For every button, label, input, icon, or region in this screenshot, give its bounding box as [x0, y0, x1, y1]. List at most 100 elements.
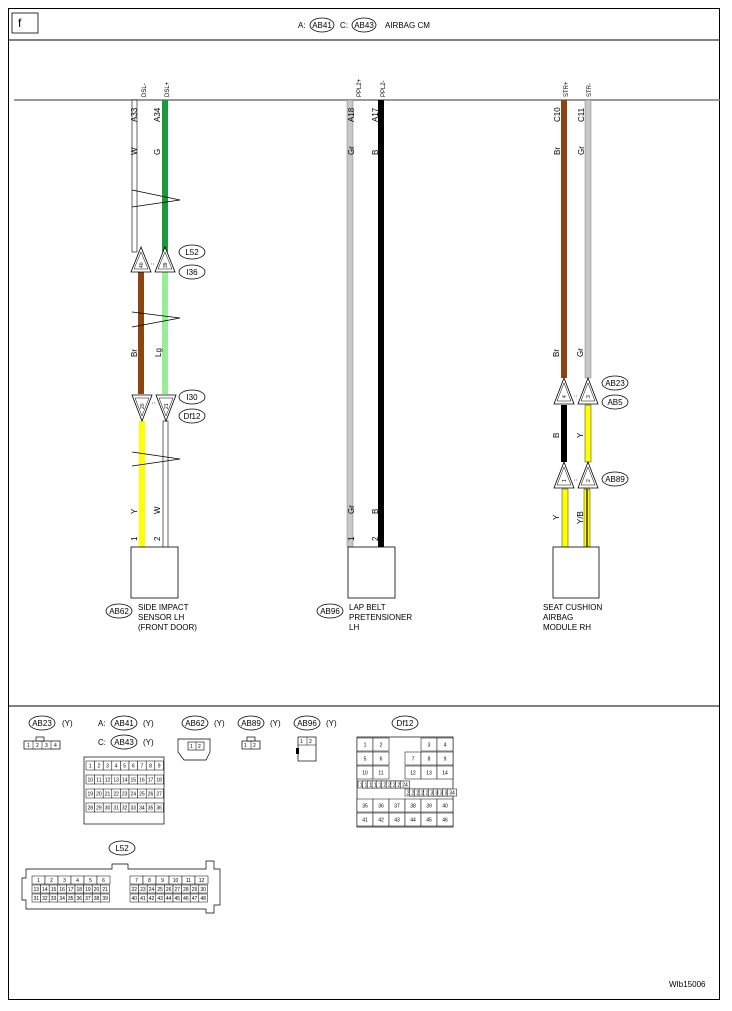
seat-name-1: SEAT CUSHION [543, 603, 602, 612]
svg-text:7: 7 [141, 764, 144, 770]
wire-w2 [162, 420, 169, 549]
svg-text:16: 16 [139, 778, 145, 784]
legend-df12-name: Df12 [397, 719, 414, 728]
wire-b-seat [561, 405, 567, 462]
svg-text:38: 38 [410, 804, 416, 810]
page-letter: f [18, 16, 22, 30]
legend-ab41-oval [110, 715, 138, 731]
svg-text:2: 2 [198, 744, 201, 750]
svg-text:12: 12 [105, 778, 111, 784]
ab62-oval [105, 603, 133, 619]
wire-code-b-seat: B [552, 433, 561, 438]
legend-ab41-color: (Y) [143, 719, 154, 728]
svg-text:46: 46 [442, 818, 448, 824]
svg-text:26: 26 [166, 887, 172, 893]
svg-text:4: 4 [54, 743, 57, 749]
wires [131, 99, 592, 549]
svg-text:45: 45 [175, 896, 181, 902]
svg-text:12: 12 [410, 771, 416, 777]
svg-text:35: 35 [362, 804, 368, 810]
svg-text:11: 11 [96, 778, 101, 784]
legend-ab43-color: (Y) [143, 738, 154, 747]
svg-text:34: 34 [449, 791, 455, 797]
svg-text:38: 38 [94, 896, 100, 902]
svg-text:48: 48 [200, 896, 206, 902]
svg-text:3: 3 [428, 743, 431, 749]
svg-text:29: 29 [96, 806, 102, 812]
svg-text:25: 25 [157, 887, 163, 893]
svg-text:3: 3 [63, 878, 66, 884]
twist-mark-2 [131, 311, 181, 328]
seat-cushion-box [552, 546, 600, 599]
svg-text:6: 6 [380, 757, 383, 763]
connector-ab23-ab5: 4 3 AB23 AB5 [553, 375, 629, 410]
svg-text:46: 46 [183, 896, 189, 902]
header-a-prefix: A: [298, 21, 306, 30]
svg-text:36: 36 [77, 896, 83, 902]
svg-text:1: 1 [244, 743, 247, 749]
svg-text:43: 43 [394, 818, 400, 824]
label-i30: I30 [186, 393, 198, 402]
legend-ab96-color: (Y) [326, 719, 337, 728]
svg-text:19: 19 [85, 887, 91, 893]
wire-y-seat [561, 488, 569, 548]
legend-ab23-oval [28, 715, 56, 731]
pin-term-a33: A33 [130, 107, 139, 122]
svg-text:44: 44 [166, 896, 172, 902]
svg-text:19: 19 [88, 792, 94, 798]
lap-name-1: LAP BELT [349, 603, 386, 612]
svg-text:8: 8 [148, 878, 151, 884]
svg-text:6: 6 [132, 764, 135, 770]
svg-text:3: 3 [106, 764, 109, 770]
legend-ab89-name: AB89 [241, 719, 261, 728]
svg-text:24: 24 [131, 792, 137, 798]
svg-text:29: 29 [192, 887, 198, 893]
wire-code-gr-seat: Gr [576, 348, 585, 357]
legend-ab96-oval [293, 715, 321, 731]
pin-sig-dsl-minus: DSL- [142, 83, 148, 97]
pin-term-a17: A17 [371, 107, 380, 122]
svg-text:27: 27 [156, 792, 162, 798]
pin-2: 2 [586, 479, 592, 482]
diagram-frame [8, 8, 720, 1000]
wire-code-y: Y [130, 508, 139, 514]
svg-text:30: 30 [200, 887, 206, 893]
legend-ab89-oval [237, 715, 265, 731]
wire-code-b-bottom: B [371, 509, 380, 514]
wire-code-gr-bottom: Gr [347, 505, 356, 514]
legend-ab23-name: AB23 [32, 719, 52, 728]
header-title: AIRBAG CM [385, 21, 430, 30]
label-df12: Df12 [184, 412, 201, 421]
svg-text:2: 2 [50, 878, 53, 884]
legend-ab41-name: AB41 [114, 719, 134, 728]
svg-text:32: 32 [42, 896, 48, 902]
svg-text:1: 1 [27, 743, 30, 749]
sis-name-3: (FRONT DOOR) [138, 623, 197, 632]
svg-text:4: 4 [115, 764, 118, 770]
connector-i30-df12: 20 21 I30 Df12 [131, 389, 206, 424]
svg-text:40: 40 [132, 896, 138, 902]
svg-text:17: 17 [148, 778, 154, 784]
wire-code-w-bottom: W [153, 506, 162, 514]
pin-sig-dsl-plus: DSL+ [165, 81, 171, 97]
pin-40: 40 [139, 262, 145, 268]
wire-code-gr2: Gr [577, 146, 586, 155]
svg-text:44: 44 [410, 818, 416, 824]
svg-text:5: 5 [123, 764, 126, 770]
svg-text:1: 1 [300, 739, 303, 745]
legend-ab62-color: (Y) [214, 719, 225, 728]
legend-ab41-prefix: A: [98, 719, 106, 728]
wire-br-seat [561, 100, 567, 378]
header-c-conn: AB43 [354, 21, 374, 30]
svg-text:35: 35 [148, 806, 154, 812]
svg-text:6: 6 [102, 878, 105, 884]
legend-df12-oval [391, 715, 419, 731]
module-pin-labels: DSL- DSL+ PPL2+ PPL2- STR+ STR- A33 A34 … [130, 78, 593, 155]
svg-text:33: 33 [51, 896, 57, 902]
svg-text:4: 4 [444, 743, 447, 749]
pin-term-c10: C10 [553, 107, 562, 122]
legend-l52-name: L52 [115, 844, 129, 853]
